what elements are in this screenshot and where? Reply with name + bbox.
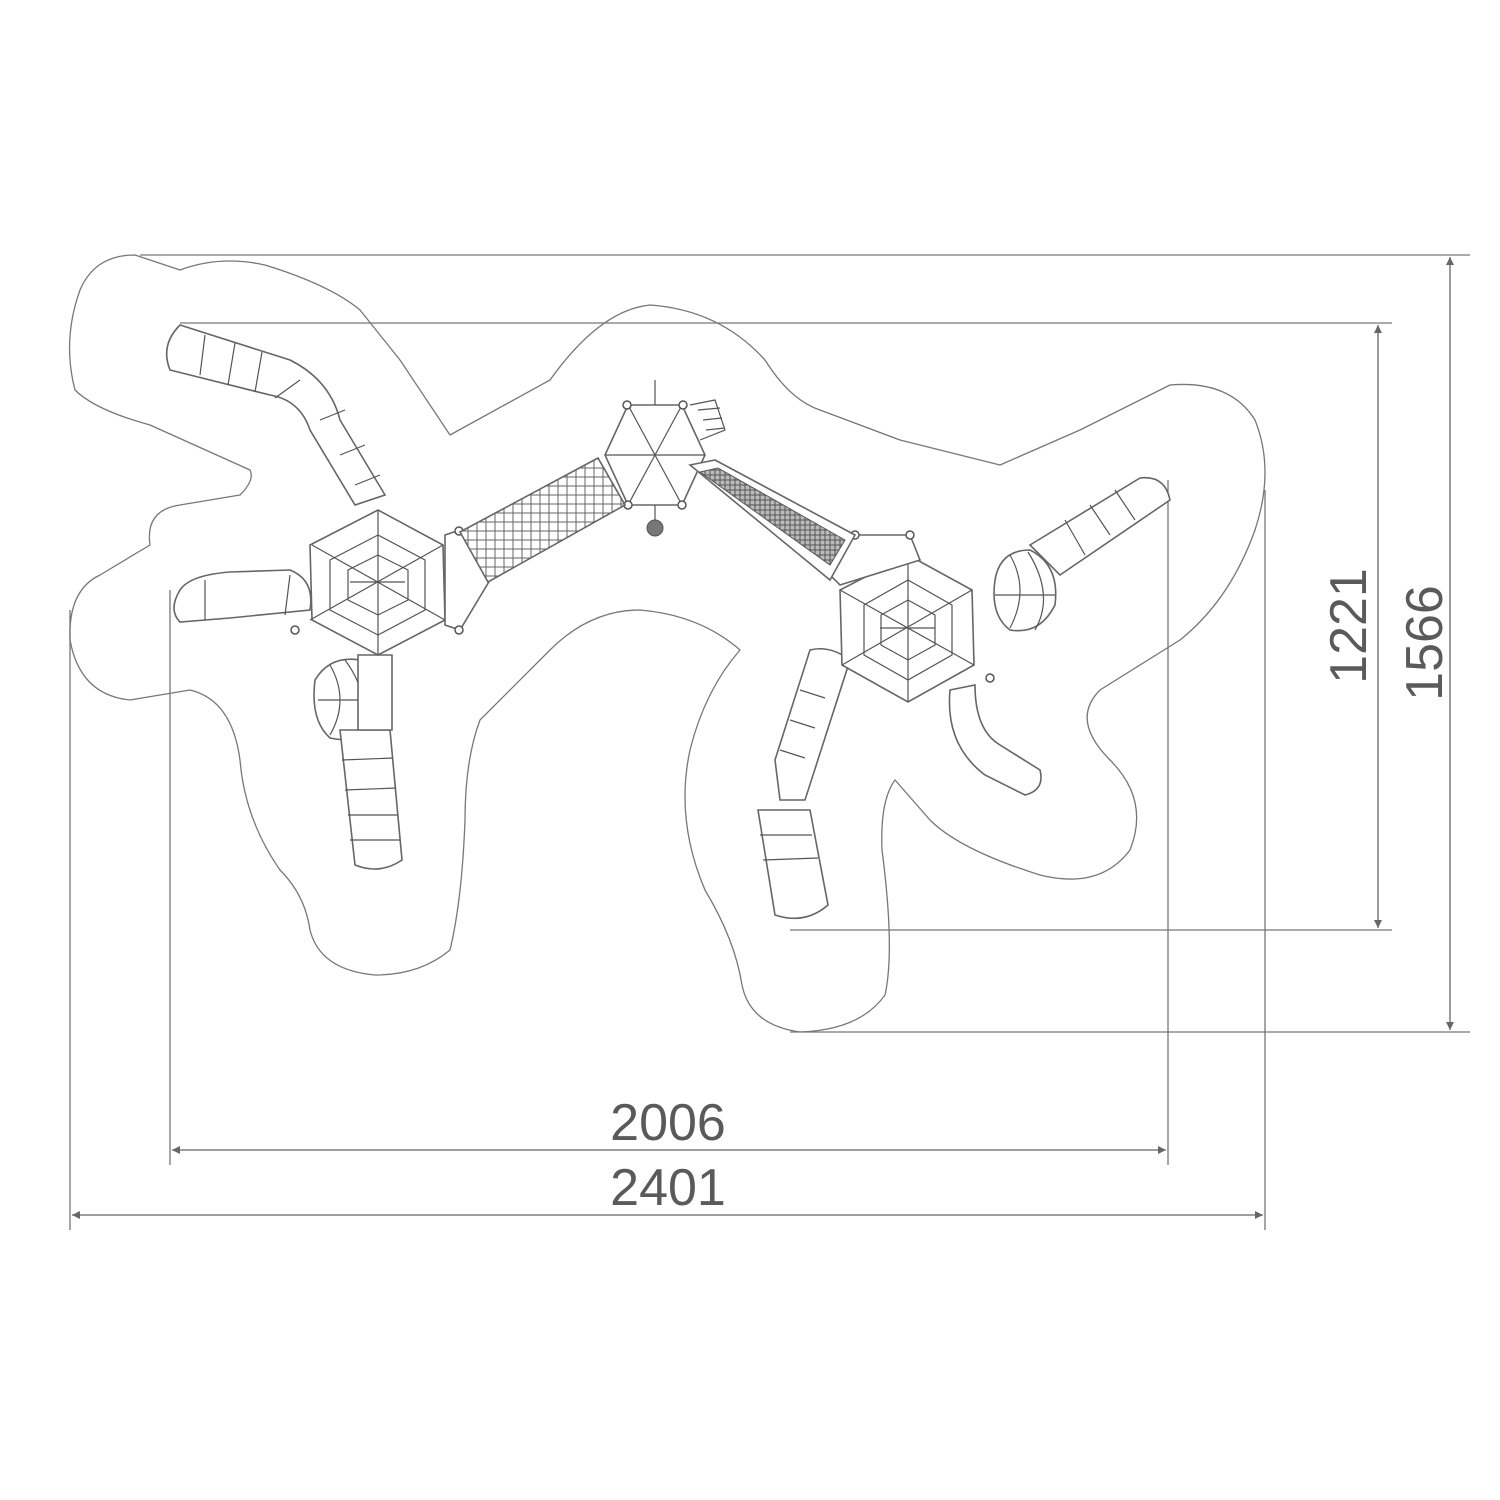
slide-right-curved — [948, 684, 1042, 796]
ladder — [689, 399, 726, 441]
slides — [165, 324, 1171, 920]
slide-spiral-right — [993, 549, 1057, 632]
net-bridge-left — [458, 456, 627, 584]
slide-bottom-left — [339, 729, 403, 870]
dimension-extension-lines — [69, 254, 1470, 1230]
bridges — [458, 456, 857, 584]
dimension-label-1221: 1221 — [1320, 568, 1378, 684]
slide-bottom-right — [774, 647, 851, 801]
dimension-lines — [72, 257, 1454, 1219]
safety-zone-outline — [68, 254, 1266, 1033]
platforms — [290, 380, 995, 703]
dimension-label-1566: 1566 — [1396, 585, 1454, 701]
dimension-label-2006: 2006 — [610, 1094, 726, 1152]
dimension-label-2401: 2401 — [610, 1159, 726, 1217]
slide-left — [173, 569, 312, 623]
slide-top-left — [165, 324, 387, 506]
slide-top-right — [1028, 476, 1171, 577]
